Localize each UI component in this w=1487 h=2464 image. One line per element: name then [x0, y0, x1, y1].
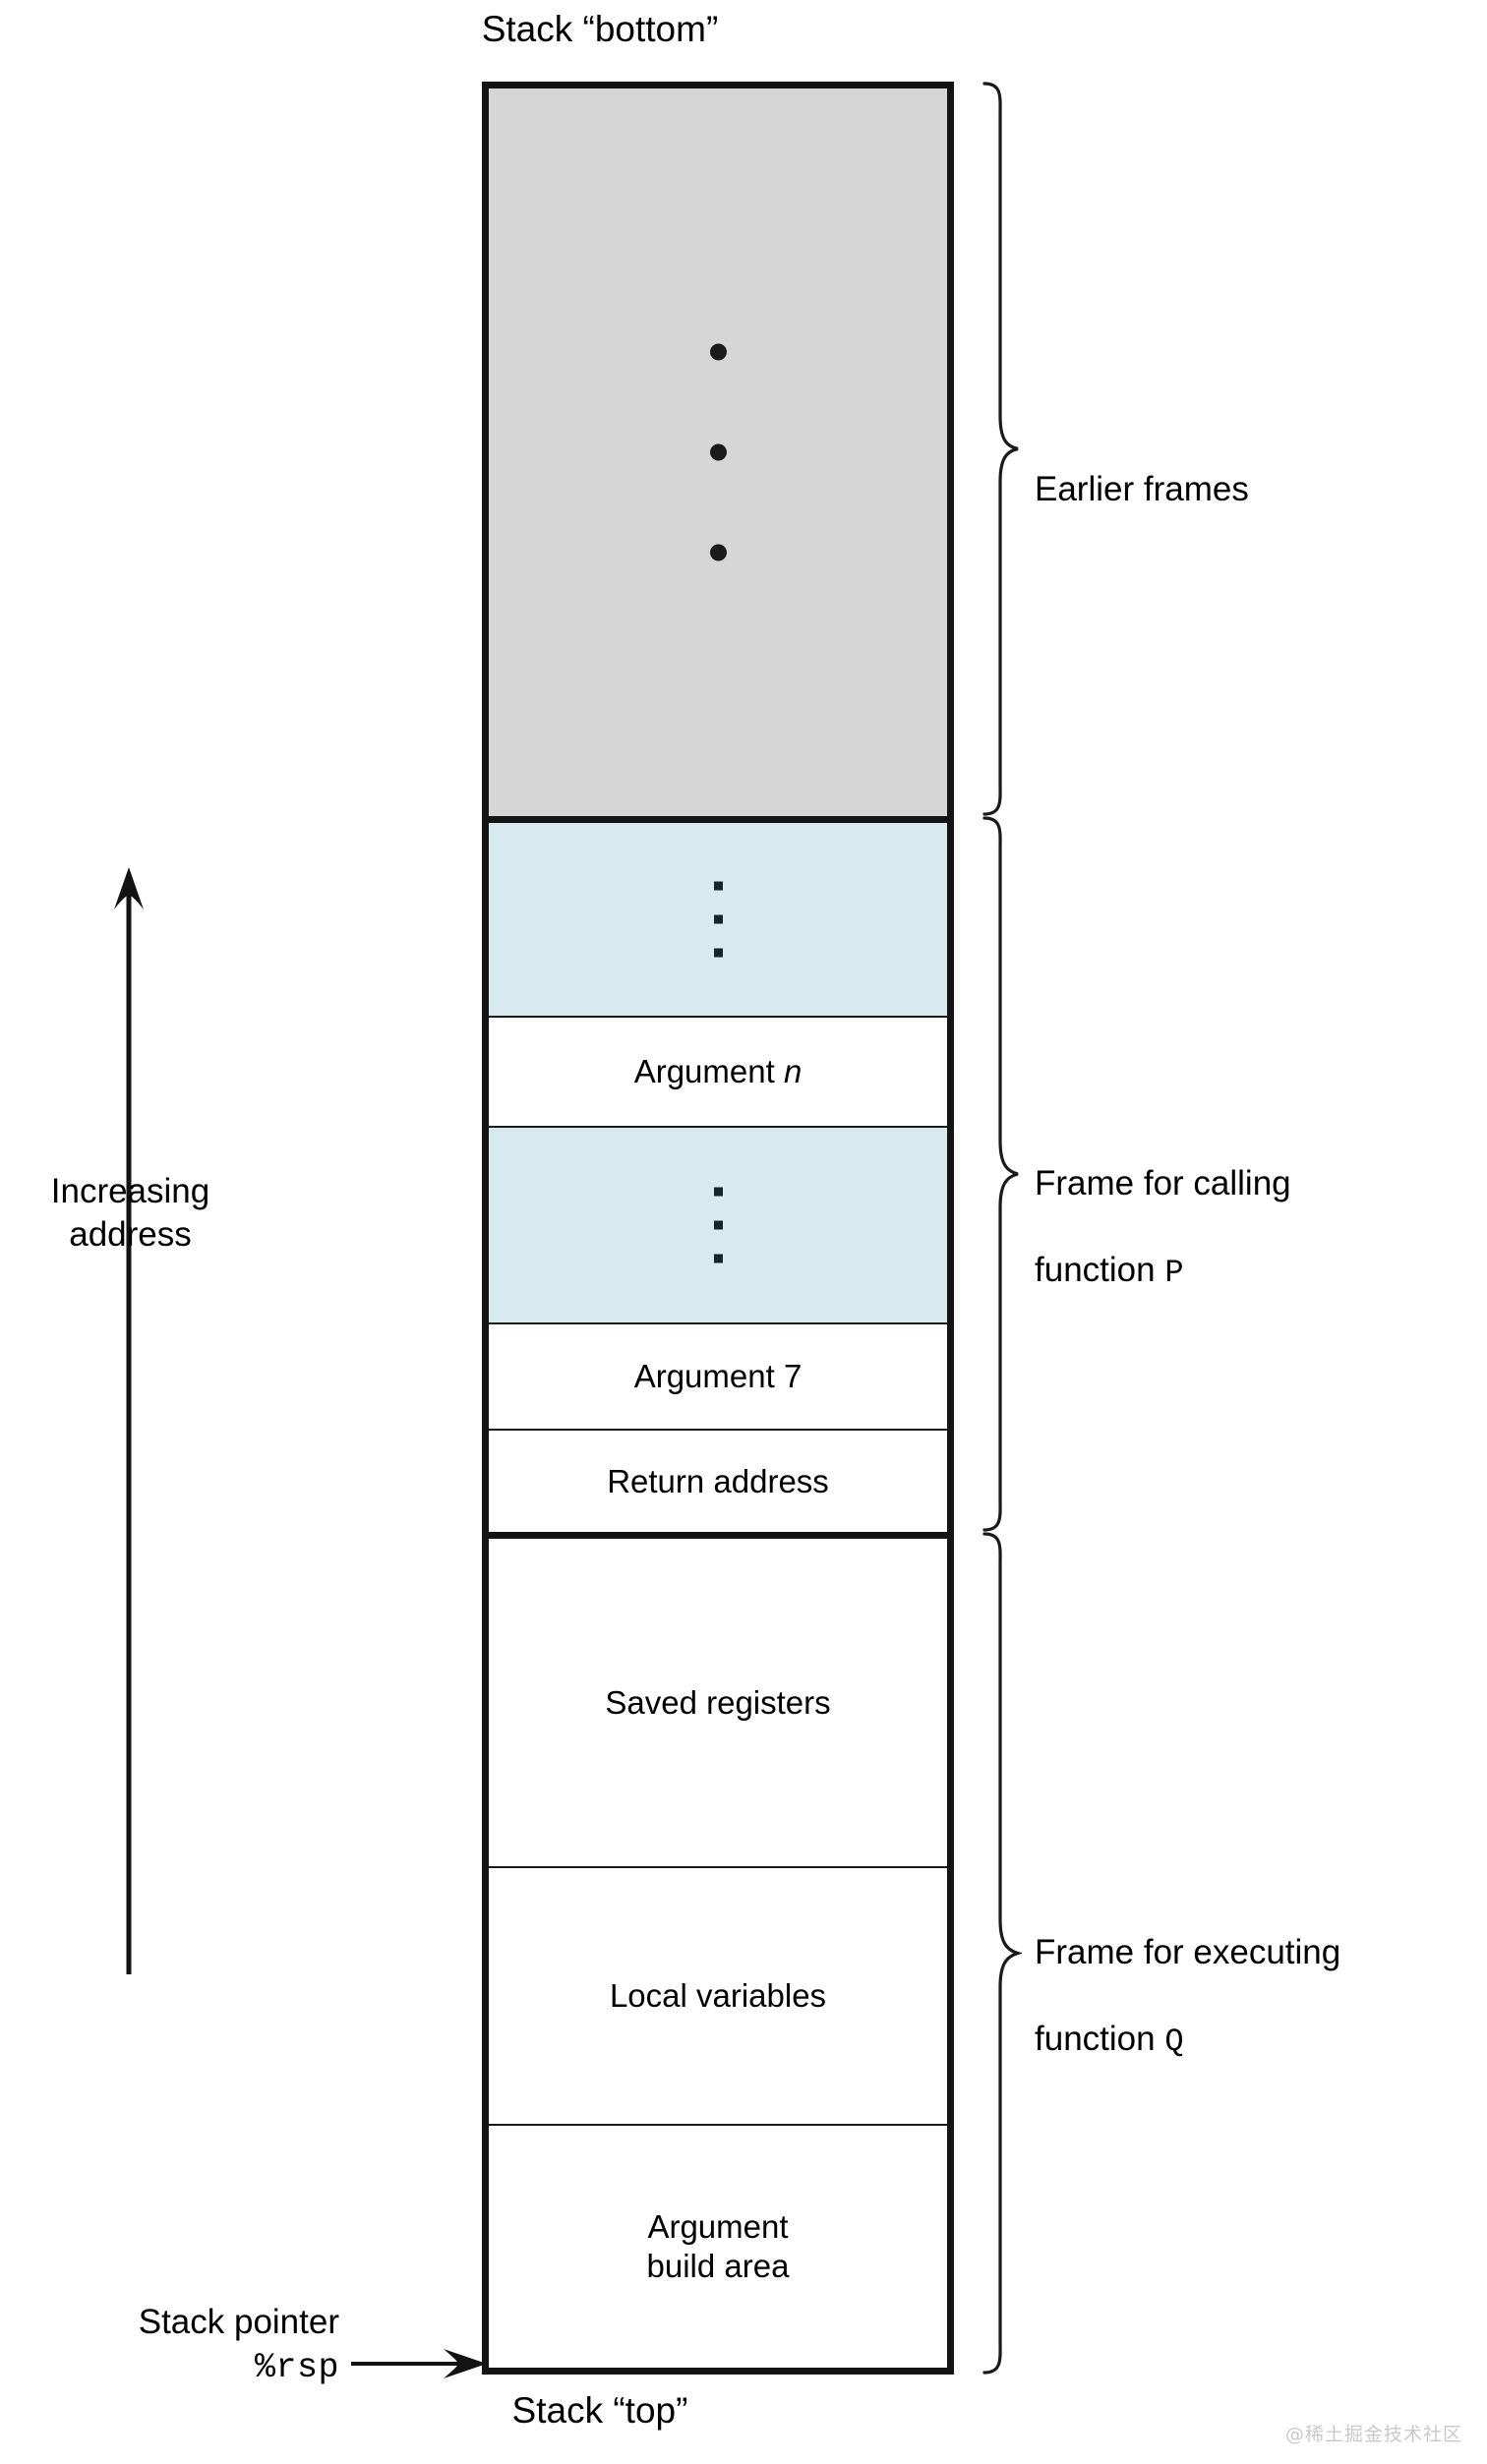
- argument-7-label: Argument 7: [633, 1358, 803, 1394]
- vertical-ellipsis-icon: [489, 881, 947, 958]
- cell-ellipsis-lower: [489, 1128, 947, 1324]
- cell-earlier-frames: [489, 88, 947, 823]
- label-earlier-frames: Earlier frames: [1035, 470, 1249, 508]
- watermark: @稀土掘金技术社区: [1284, 2424, 1462, 2445]
- brace-frame-executing-q: [979, 1532, 1022, 2375]
- saved-registers-label: Saved registers: [605, 1683, 831, 1721]
- return-address-label: Return address: [607, 1462, 829, 1499]
- rsp-register-name: %rsp: [254, 2348, 339, 2387]
- vertical-ellipsis-icon: [489, 1187, 947, 1263]
- increasing-address-arrow-icon: [93, 865, 164, 1981]
- local-variables-label: Local variables: [609, 1977, 827, 2014]
- cell-argument-n: Argument n: [489, 1018, 947, 1128]
- increasing-address-label: Increasing address: [50, 1172, 210, 1254]
- cell-saved-registers: Saved registers: [489, 1539, 947, 1868]
- stack-diagram-box: Argument n Argument 7 Return address Sav…: [482, 82, 954, 2375]
- cell-return-address: Return address: [489, 1431, 947, 1539]
- brace-earlier-frames: [979, 82, 1022, 816]
- function-q-name: Q: [1164, 2024, 1184, 2060]
- label-frame-calling-p: Frame for calling function P: [1035, 1164, 1291, 1291]
- cell-local-variables: Local variables: [489, 1868, 947, 2126]
- stack-pointer-arrow-icon: [349, 2340, 492, 2392]
- stack-top-title: Stack “top”: [511, 2390, 688, 2431]
- stack-pointer-label: Stack pointer %rsp: [0, 2299, 339, 2391]
- label-frame-executing-q: Frame for executing function Q: [1035, 1933, 1341, 2060]
- three-round-dots-icon: [489, 343, 947, 561]
- cell-argument-7: Argument 7: [489, 1324, 947, 1431]
- argument-n-label: Argument n: [633, 1053, 803, 1089]
- stack-bottom-title: Stack “bottom”: [481, 9, 719, 49]
- brace-frame-calling-p: [979, 816, 1022, 1532]
- function-p-name: P: [1164, 1255, 1184, 1291]
- cell-ellipsis-upper: [489, 823, 947, 1018]
